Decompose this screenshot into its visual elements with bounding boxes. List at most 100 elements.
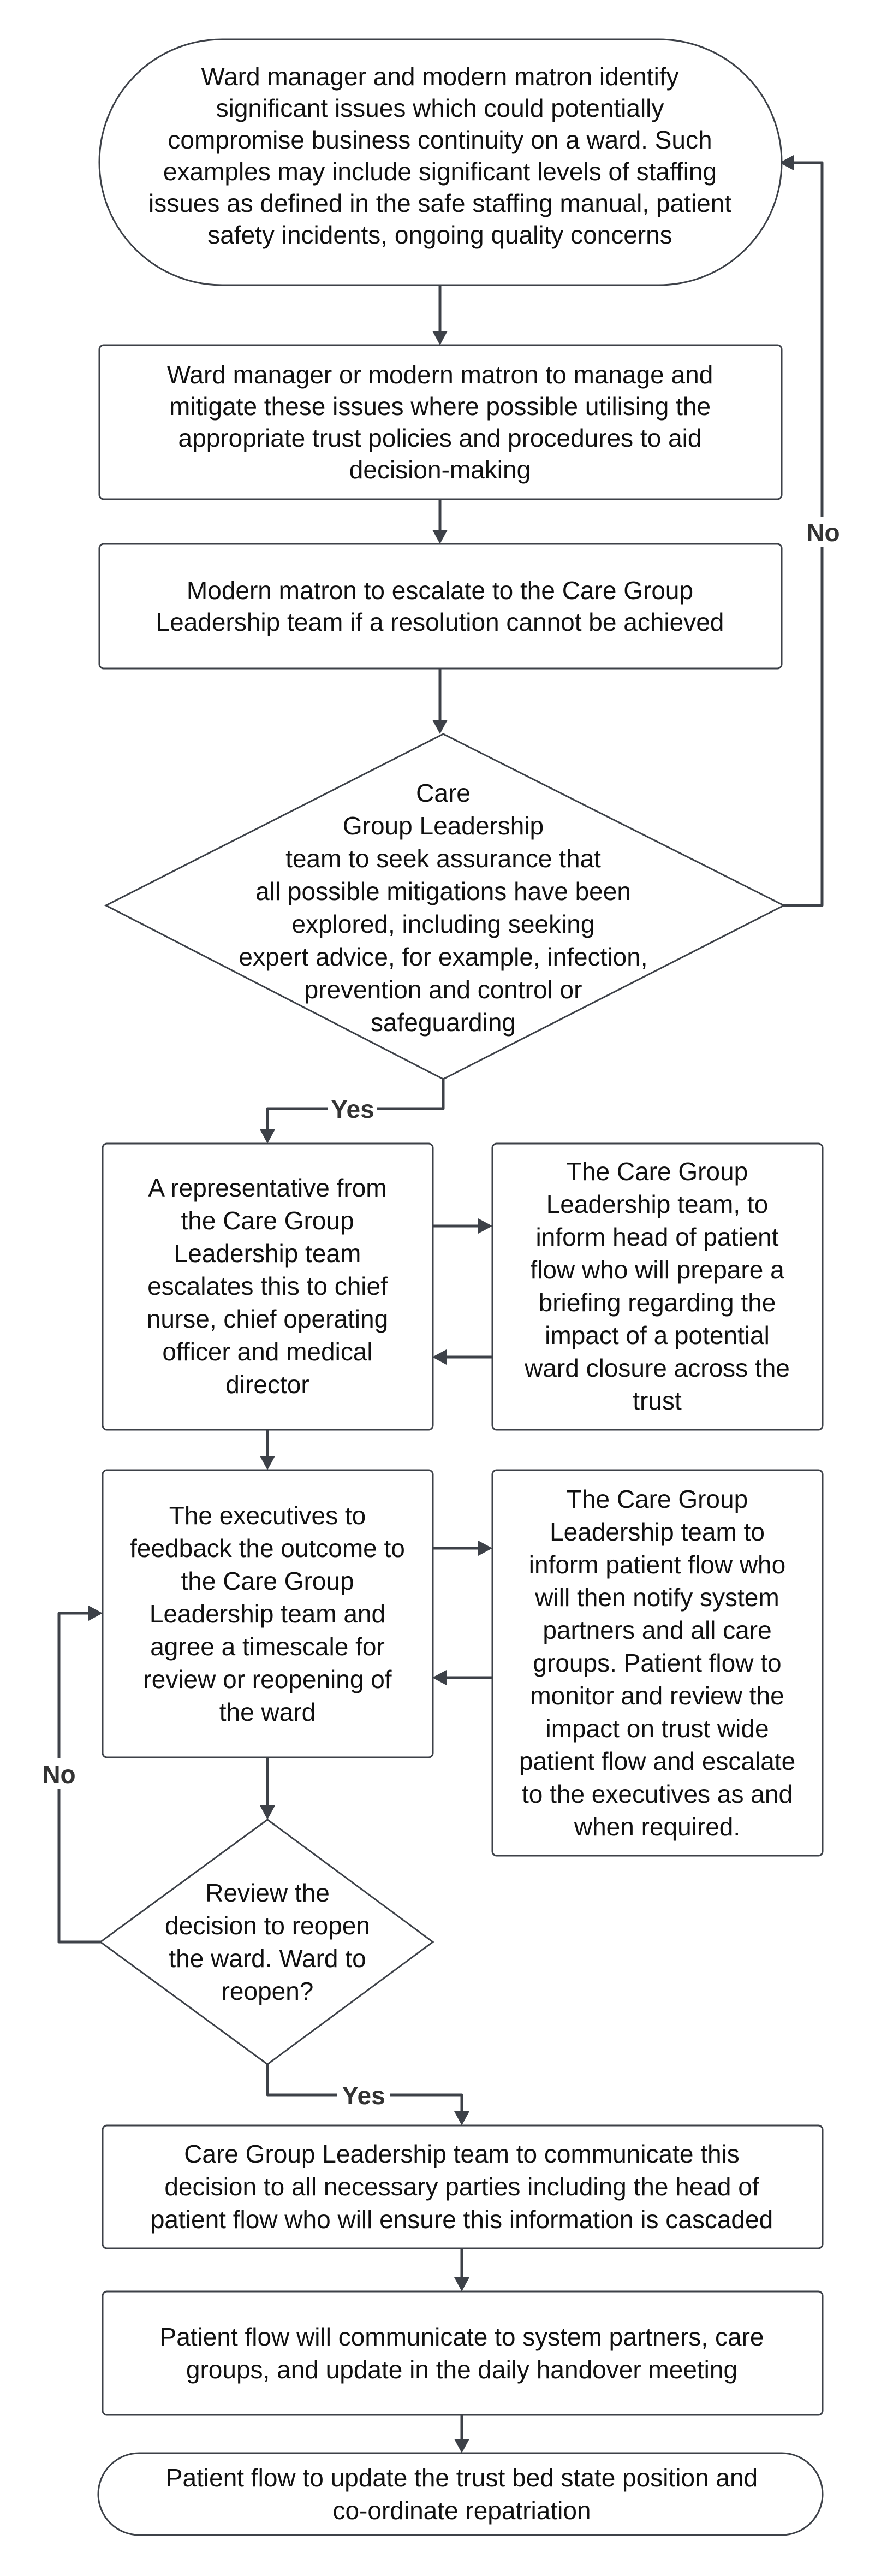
representative-text-line: officer and medical	[162, 1337, 372, 1366]
mitigate-text-line: decision-making	[349, 455, 531, 484]
arrowhead	[779, 155, 794, 170]
briefing-text-line: inform head of patient	[536, 1223, 779, 1251]
executives-text-line: the ward	[219, 1698, 316, 1726]
representative-text-line: nurse, chief operating	[147, 1305, 388, 1333]
executives-process: The executives to feedback the outcome to…	[102, 1469, 434, 1758]
notify-text-line: Leadership team to	[550, 1518, 765, 1546]
communicate-text-line: decision to all necessary parties includ…	[164, 2172, 759, 2201]
briefing-text-line: briefing regarding the	[539, 1288, 776, 1317]
escalate-text-line: Modern matron to escalate to the Care Gr…	[187, 576, 693, 605]
assurance-text-line: Group Leadership	[343, 812, 544, 840]
edge-label-bg	[337, 2082, 390, 2109]
representative-text-line: A representative from	[148, 1174, 386, 1202]
executives-text-line: the Care Group	[181, 1567, 354, 1595]
escalate-text: Modern matron to escalate to the Care Gr…	[156, 576, 724, 636]
executives-text-line: review or reopening of	[143, 1665, 391, 1693]
start-terminator: Ward manager and modern matron identify s…	[98, 38, 783, 286]
notify-text-line: will then notify system	[534, 1583, 779, 1612]
mitigate-text-line: mitigate these issues where possible uti…	[169, 392, 711, 421]
escalate-text-line: Leadership team if a resolution cannot b…	[156, 608, 724, 636]
executives-text-line: Leadership team and	[150, 1600, 385, 1628]
review-text-line: Review the	[205, 1879, 330, 1907]
edge-label-bg	[328, 1095, 377, 1123]
communicate-text: Care Group Leadership team to communicat…	[151, 2140, 773, 2234]
executives-text-line: The executives to	[169, 1501, 366, 1530]
edge-label-bg	[37, 1758, 81, 1789]
notify-text-line: The Care Group	[567, 1485, 748, 1513]
arrowhead	[260, 1456, 275, 1470]
assurance-text-line: Care	[416, 779, 471, 807]
edge-label-no-review: No	[42, 1760, 75, 1789]
briefing-text-line: Leadership team, to	[546, 1190, 769, 1218]
notify-text-line: patient flow and escalate	[519, 1747, 795, 1775]
edge-label-yes-assurance: Yes	[331, 1095, 374, 1123]
assurance-text-line: explored, including seeking	[292, 910, 595, 938]
arrowhead	[478, 1218, 492, 1234]
arrowhead	[454, 2277, 469, 2291]
notify-text-line: when required.	[574, 1813, 740, 1841]
briefing-text-line: ward closure across the	[524, 1354, 790, 1382]
assurance-text-line: all possible mitigations have been	[255, 877, 631, 905]
representative-text-line: Leadership team	[174, 1239, 361, 1268]
review-text: Review the decision to reopen the ward. Wa…	[165, 1879, 370, 2005]
handover-process: Patient flow will communicate to system …	[102, 2290, 824, 2416]
notify-text-line: partners and all care	[543, 1616, 771, 1644]
arrowhead	[454, 2111, 469, 2125]
arrowhead	[260, 1805, 275, 1820]
arrowhead	[478, 1541, 492, 1556]
handover-text-line: Patient flow will communicate to system …	[160, 2323, 764, 2351]
review-text-line: the ward. Ward to	[169, 1944, 366, 1973]
start-text-line: Ward manager and modern matron identify	[201, 62, 678, 91]
mitigate-text-line: Ward manager or modern matron to manage …	[167, 360, 713, 389]
mitigate-text-line: appropriate trust policies and procedure…	[178, 424, 702, 452]
end-terminator: Patient flow to update the trust bed sta…	[97, 2452, 824, 2536]
escalate-process: Modern matron to escalate to the Care Gr…	[98, 543, 783, 670]
end-text-line: co-ordinate repatriation	[332, 2496, 591, 2525]
arrowhead	[432, 331, 448, 345]
start-text-line: compromise business continuity on a ward…	[168, 126, 712, 154]
arrowhead	[454, 2439, 469, 2453]
assurance-text-line: team to seek assurance that	[285, 844, 601, 873]
start-text: Ward manager and modern matron identify s…	[148, 62, 731, 249]
mitigate-text: Ward manager or modern matron to manage …	[167, 360, 713, 484]
briefing-text-line: flow who will prepare a	[530, 1256, 784, 1284]
notify-text-line: inform patient flow who	[529, 1550, 785, 1579]
start-text-line: safety incidents, ongoing quality concer…	[207, 221, 672, 249]
assurance-text-line: expert advice, for example, infection,	[239, 943, 647, 971]
edge-label-yes-review: Yes	[342, 2081, 385, 2110]
representative-text-line: director	[225, 1370, 309, 1399]
handover-text: Patient flow will communicate to system …	[160, 2323, 764, 2384]
executives-text-line: feedback the outcome to	[130, 1534, 405, 1562]
review-text-line: reopen?	[222, 1977, 314, 2005]
notify-text-line: impact on trust wide	[545, 1714, 769, 1743]
review-text-line: decision to reopen	[165, 1911, 370, 1940]
review-decision: Review the decision to reopen the ward. Wa…	[99, 1819, 434, 2065]
end-text: Patient flow to update the trust bed sta…	[166, 2464, 758, 2525]
start-text-line: examples may include significant levels …	[163, 157, 717, 186]
notify-text-line: to the executives as and	[522, 1780, 793, 1808]
executives-text: The executives to feedback the outcome to…	[130, 1501, 405, 1726]
start-text-line: significant issues which could potential…	[216, 94, 664, 122]
arrowhead	[88, 1606, 103, 1621]
arrowhead	[260, 1129, 275, 1144]
representative-text-line: escalates this to chief	[147, 1272, 388, 1300]
assurance-text-line: prevention and control or	[305, 975, 582, 1004]
briefing-text-line: trust	[633, 1387, 682, 1415]
handover-text-line: groups, and update in the daily handover…	[186, 2355, 737, 2384]
arrowhead	[432, 1349, 447, 1365]
arrowhead	[432, 1670, 447, 1685]
arrowhead	[432, 720, 448, 734]
arrowhead	[432, 530, 448, 544]
end-text-line: Patient flow to update the trust bed sta…	[166, 2464, 758, 2492]
edge-label-no-top: No	[806, 518, 840, 547]
assurance-text-line: safeguarding	[371, 1008, 516, 1037]
start-text-line: issues as defined in the safe staffing m…	[148, 189, 731, 217]
